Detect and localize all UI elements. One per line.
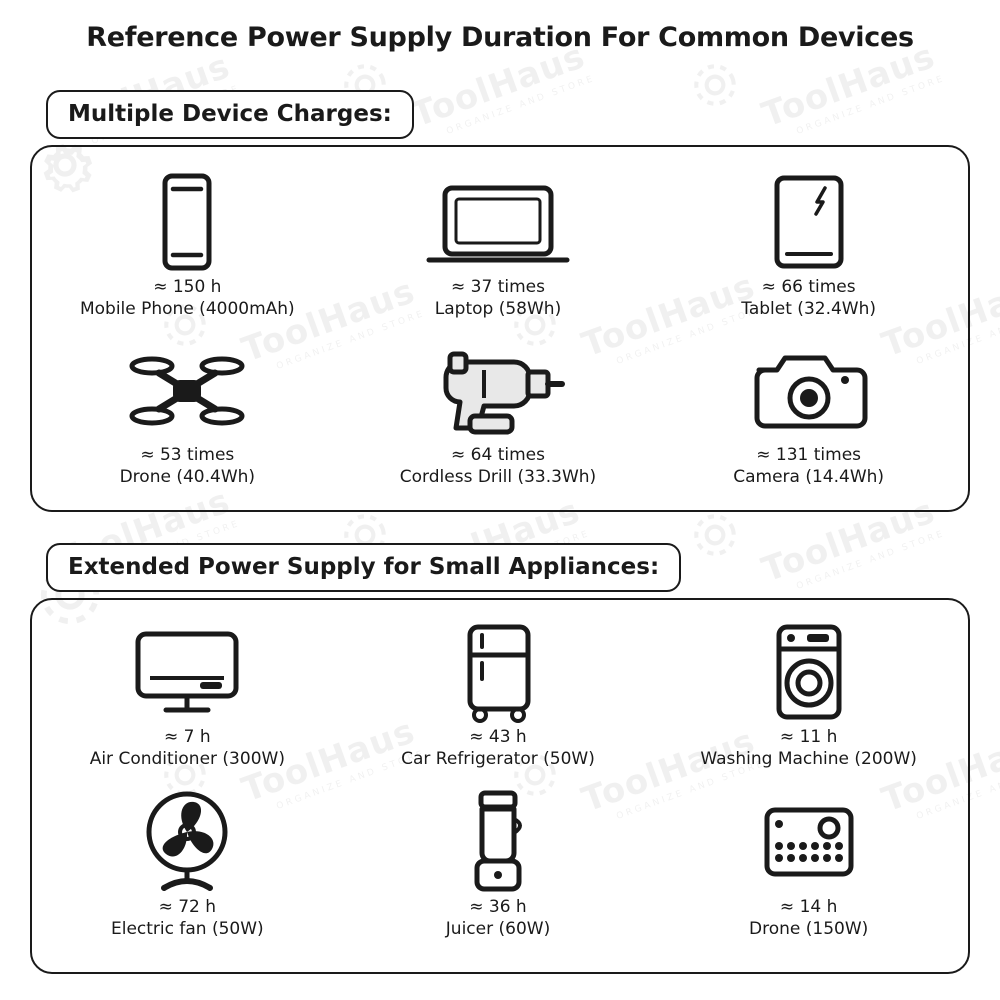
section-header-appliances: Extended Power Supply for Small Applianc…	[46, 543, 682, 592]
device-label: Air Conditioner (300W)	[89, 749, 285, 769]
device-value: ≈ 66 times	[761, 277, 856, 297]
panel-extended-power-supply	[30, 598, 970, 974]
device-item-car-refrigerator: ≈ 43 h Car Refrigerator (50W)	[343, 612, 654, 782]
device-item-laptop: ≈ 37 times Laptop (58Wh)	[343, 162, 654, 330]
device-label: Car Refrigerator (50W)	[401, 749, 595, 769]
cordless-drill-icon	[428, 336, 568, 444]
device-value: ≈ 64 times	[451, 445, 545, 465]
mobile-phone-icon	[151, 168, 223, 276]
device-item-washing-machine: ≈ 11 h Washing Machine (200W)	[653, 612, 964, 782]
device-item-juicer: ≈ 36 h Juicer (60W)	[343, 782, 654, 952]
tablet-icon	[761, 168, 857, 276]
gear-icon	[683, 503, 747, 567]
device-label: Drone (40.4Wh)	[119, 467, 256, 487]
device-label: Electric fan (50W)	[110, 919, 264, 939]
juicer-icon	[455, 788, 541, 896]
device-label: Laptop (58Wh)	[434, 299, 562, 319]
device-value: ≈ 131 times	[756, 445, 862, 465]
washing-machine-icon	[761, 618, 857, 726]
device-label: Juicer (60W)	[445, 919, 551, 939]
device-item-electric-fan: ≈ 72 h Electric fan (50W)	[32, 782, 343, 952]
device-value: ≈ 43 h	[469, 727, 527, 747]
electric-fan-icon	[132, 788, 242, 896]
air-conditioner-icon	[124, 618, 250, 726]
device-item-drone-appliance: ≈ 14 h Drone (150W)	[653, 782, 964, 952]
drone-icon	[127, 336, 247, 444]
device-label: Drone (150W)	[749, 919, 869, 939]
gear-icon	[683, 53, 747, 117]
device-item-air-conditioner: ≈ 7 h Air Conditioner (300W)	[32, 612, 343, 782]
panel-multiple-device-charges	[30, 145, 970, 512]
device-label: Camera (14.4Wh)	[733, 467, 885, 487]
device-grid-charges: ≈ 150 h Mobile Phone (4000mAh) ≈ 37 time…	[32, 162, 964, 498]
page-title: Reference Power Supply Duration For Comm…	[86, 22, 914, 53]
device-value: ≈ 11 h	[779, 727, 838, 747]
device-label: Tablet (32.4Wh)	[741, 299, 877, 319]
device-item-camera: ≈ 131 times Camera (14.4Wh)	[653, 330, 964, 498]
device-label: Cordless Drill (33.3Wh)	[399, 467, 597, 487]
device-label: Mobile Phone (4000mAh)	[79, 299, 295, 319]
drone-appliance-icon	[755, 788, 863, 896]
device-item-drone: ≈ 53 times Drone (40.4Wh)	[32, 330, 343, 498]
device-value: ≈ 14 h	[779, 897, 838, 917]
car-refrigerator-icon	[450, 618, 546, 726]
device-value: ≈ 37 times	[451, 277, 545, 297]
device-value: ≈ 53 times	[140, 445, 235, 465]
device-item-cordless-drill: ≈ 64 times Cordless Drill (33.3Wh)	[343, 330, 654, 498]
device-grid-appliances: ≈ 7 h Air Conditioner (300W) ≈ 43 h Car …	[32, 612, 964, 952]
laptop-icon	[423, 168, 573, 276]
camera-icon	[749, 336, 869, 444]
device-item-mobile-phone: ≈ 150 h Mobile Phone (4000mAh)	[32, 162, 343, 330]
device-label: Washing Machine (200W)	[700, 749, 917, 769]
device-item-tablet: ≈ 66 times Tablet (32.4Wh)	[653, 162, 964, 330]
device-value: ≈ 7 h	[164, 727, 211, 747]
device-value: ≈ 72 h	[158, 897, 217, 917]
device-value: ≈ 150 h	[153, 277, 222, 297]
section-header-charges: Multiple Device Charges:	[46, 90, 414, 139]
device-value: ≈ 36 h	[469, 897, 527, 917]
